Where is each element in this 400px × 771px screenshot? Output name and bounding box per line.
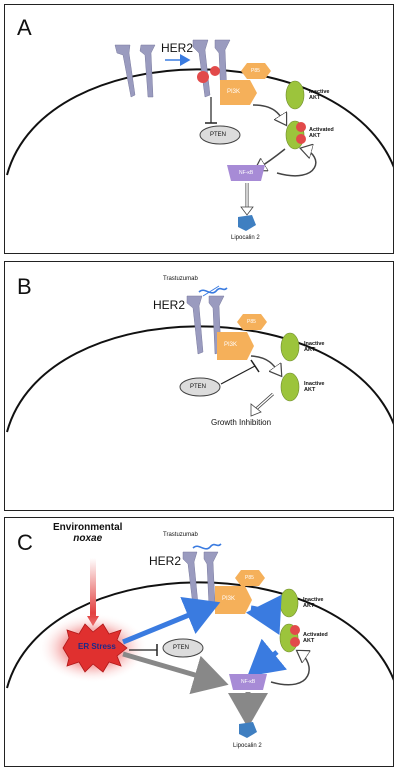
panel-a-graphic xyxy=(6,39,393,231)
pi3k-label: PI3K xyxy=(224,342,238,348)
p85-label: P85 xyxy=(251,68,260,74)
cell-membrane xyxy=(6,581,393,689)
trastuzumab-icon xyxy=(198,287,228,294)
pten-label: PTEN xyxy=(173,645,190,651)
her2-receptor xyxy=(182,551,219,607)
lipocalin-label: Lipocalin 2 xyxy=(231,235,260,241)
panel-a-letter: A xyxy=(17,15,32,40)
trastuzumab-label: Trastuzumab xyxy=(163,276,198,282)
p85-label: P85 xyxy=(245,575,254,581)
cell-membrane xyxy=(6,68,393,176)
her2-receptor-left xyxy=(114,44,156,98)
lipocalin-label: Lipocalin 2 xyxy=(233,743,262,749)
er-stress-label: ER Stress xyxy=(78,642,116,651)
panel-b-graphic xyxy=(6,285,393,433)
er-stress-burst xyxy=(62,623,128,673)
pten-label: PTEN xyxy=(190,384,207,390)
p85-label: P85 xyxy=(247,319,256,325)
panel-c-graphic xyxy=(6,543,393,738)
her2-label: HER2 xyxy=(149,554,182,568)
nfkb-label: NF-κB xyxy=(241,679,256,685)
trastuzumab-icon xyxy=(192,543,222,550)
panel-c-letter: C xyxy=(17,530,33,555)
pi3k-label: PI3K xyxy=(222,596,236,602)
panel-b-letter: B xyxy=(17,274,32,299)
pi3k-label: PI3K xyxy=(227,89,241,95)
her2-label: HER2 xyxy=(161,41,194,55)
pten-label: PTEN xyxy=(210,132,227,138)
nfkb-label: NF-κB xyxy=(239,170,254,176)
trastuzumab-label: Trastuzumab xyxy=(163,532,198,538)
growth-inhibition-label: Growth Inhibition xyxy=(211,418,272,427)
her2-label: HER2 xyxy=(153,298,186,312)
